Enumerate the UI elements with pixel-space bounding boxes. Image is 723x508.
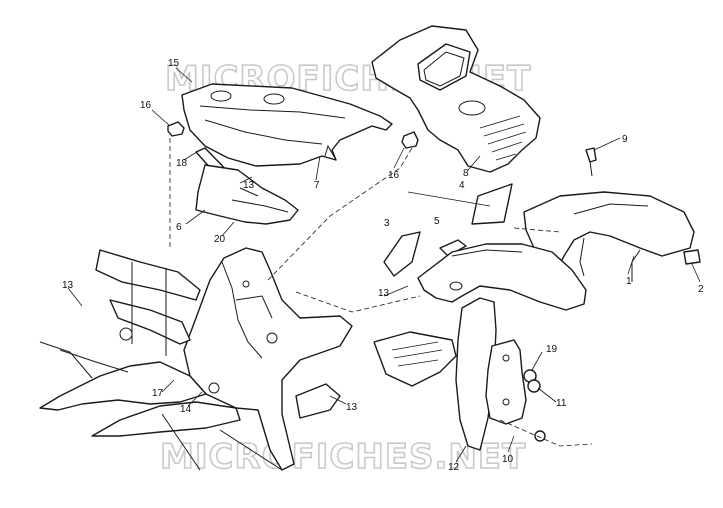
front-hood-part [181, 83, 393, 167]
rear-fender-part-1 [523, 191, 695, 282]
nut-part-19 [523, 369, 541, 393]
callout-15: 15 [168, 58, 180, 69]
mud-flap-part-12 [455, 297, 497, 451]
callout-1: 1 [626, 276, 632, 287]
callout-16: 16 [140, 100, 152, 111]
callout-16: 16 [388, 170, 400, 181]
headlight-pod-part-8 [371, 25, 541, 173]
decal-part-3 [383, 231, 421, 277]
leader-lines [67, 67, 701, 463]
callout-19: 19 [546, 344, 558, 355]
callout-6: 6 [176, 222, 182, 233]
callout-9: 9 [622, 134, 628, 145]
callout-8: 8 [463, 168, 469, 179]
decal-part-2 [683, 249, 701, 265]
bolt-part-9 [585, 147, 597, 177]
clip-part-16a [167, 121, 185, 137]
callout-14: 14 [180, 404, 192, 415]
callout-12: 12 [448, 462, 460, 473]
decal-part-5 [439, 239, 467, 257]
clip-part-16b [401, 131, 419, 149]
frame-chassis [39, 247, 353, 471]
callout-4: 4 [459, 180, 465, 191]
callout-7: 7 [314, 180, 320, 191]
washer-part-11 [534, 430, 546, 442]
watermark-bottom: MICROFICHES.NET [160, 437, 526, 477]
callout-3: 3 [384, 218, 390, 229]
callout-20: 20 [214, 234, 226, 245]
front-fender-left [417, 243, 587, 311]
callout-13: 13 [62, 280, 74, 291]
splash-guard-part [195, 164, 299, 225]
callout-11: 11 [556, 398, 567, 409]
callout-10: 10 [502, 454, 514, 465]
bracket-plate-part-10 [485, 339, 527, 425]
callout-17: 17 [152, 388, 164, 399]
callout-13: 13 [346, 402, 358, 413]
decal-part-4 [471, 183, 513, 225]
floorboard-part [373, 331, 457, 387]
callout-5: 5 [434, 216, 440, 227]
guide-line-4 [499, 419, 593, 447]
callout-2: 2 [698, 284, 704, 295]
callout-13: 13 [243, 180, 255, 191]
callout-13: 13 [378, 288, 390, 299]
guide-line-1 [267, 147, 413, 281]
guide-line-3 [295, 291, 421, 313]
callout-18: 18 [176, 158, 188, 169]
